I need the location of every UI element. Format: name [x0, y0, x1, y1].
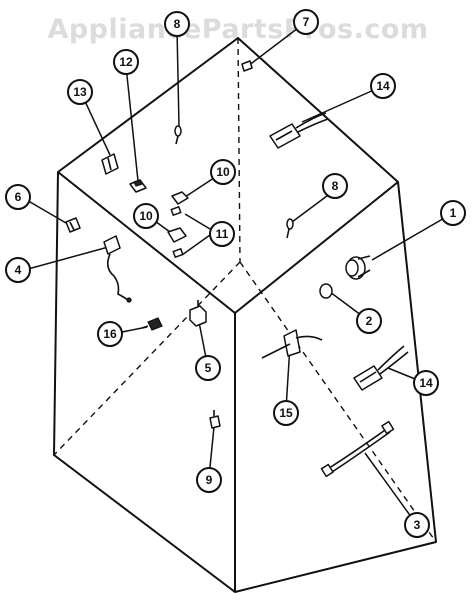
svg-text:8: 8 [332, 179, 339, 193]
svg-text:5: 5 [205, 361, 212, 375]
part-14-connector-top [269, 112, 329, 149]
part-11-clip-upper [170, 206, 182, 216]
part-10-switch-lower [167, 227, 187, 243]
svg-text:4: 4 [15, 263, 22, 277]
leader-6 [24, 198, 67, 224]
callout-7[interactable]: 7 [293, 9, 319, 35]
leader-14a [301, 88, 377, 123]
svg-text:10: 10 [139, 209, 153, 223]
callout-14-top[interactable]: 14 [370, 73, 396, 99]
leader-3 [364, 452, 418, 526]
callout-3[interactable]: 3 [404, 512, 430, 538]
part-4-switch [103, 235, 132, 303]
svg-text:3: 3 [414, 518, 421, 532]
part-10-switch-upper [171, 191, 189, 205]
part-13-bracket [101, 153, 119, 175]
callout-9[interactable]: 9 [196, 467, 222, 493]
svg-text:13: 13 [73, 85, 87, 99]
part-8-pin-top [174, 125, 182, 145]
leader-4 [27, 245, 113, 270]
svg-text:15: 15 [279, 406, 293, 420]
part-12-switch [129, 179, 147, 193]
svg-text:11: 11 [216, 227, 229, 241]
callout-14-right[interactable]: 14 [413, 370, 439, 396]
part-5-relay [189, 300, 207, 327]
svg-text:1: 1 [450, 206, 457, 220]
callout-2[interactable]: 2 [356, 308, 382, 334]
callout-16[interactable]: 16 [97, 321, 123, 347]
callout-10-upper[interactable]: 10 [210, 159, 236, 185]
part-9-terminal [209, 410, 221, 429]
leader-11a [184, 213, 211, 230]
part-3-wire-harness [320, 420, 395, 478]
part-8-pin-right [286, 218, 294, 239]
callout-4[interactable]: 4 [5, 257, 31, 283]
callout-8-top[interactable]: 8 [164, 11, 190, 37]
part-7-clip [241, 60, 253, 72]
part-1-lamp-socket [345, 255, 371, 280]
callout-10-lower[interactable]: 10 [133, 203, 159, 229]
svg-text:8: 8 [174, 17, 181, 31]
svg-text:7: 7 [303, 15, 310, 29]
callout-6[interactable]: 6 [5, 184, 31, 210]
svg-text:2: 2 [366, 314, 373, 328]
callout-15[interactable]: 15 [273, 400, 299, 426]
part-6-switch [65, 217, 81, 233]
hidden-edge-vertical [237, 37, 241, 263]
hidden-edge-left [53, 261, 241, 456]
leader-12 [125, 65, 139, 182]
part-14-connector-right [353, 345, 409, 391]
callouts: 1 2 3 4 5 6 7 8 8 9 10 10 11 12 13 14 14… [5, 9, 466, 538]
cabinet-left-face [53, 171, 236, 593]
svg-text:6: 6 [15, 190, 22, 204]
callout-1[interactable]: 1 [440, 200, 466, 226]
callout-11[interactable]: 11 [209, 221, 235, 247]
leader-13 [82, 96, 111, 156]
svg-text:9: 9 [206, 473, 213, 487]
leader-11b [181, 234, 211, 256]
part-16-connector [141, 317, 163, 331]
svg-text:12: 12 [119, 55, 133, 69]
callout-12[interactable]: 12 [113, 49, 139, 75]
callout-8-right[interactable]: 8 [322, 173, 348, 199]
svg-text:14: 14 [419, 376, 433, 390]
parts [65, 60, 409, 478]
leader-1 [371, 212, 454, 261]
svg-text:16: 16 [103, 327, 117, 341]
callout-13[interactable]: 13 [67, 79, 93, 105]
part-2-bulb [319, 283, 333, 299]
svg-text:10: 10 [216, 165, 230, 179]
svg-text:14: 14 [376, 79, 390, 93]
callout-5[interactable]: 5 [195, 355, 221, 381]
part-11-clip-lower [172, 248, 184, 258]
leader-8a [176, 28, 180, 127]
hidden-edge-right [239, 261, 437, 543]
cabinet-right-face [234, 181, 437, 593]
part-15-element [261, 329, 323, 359]
